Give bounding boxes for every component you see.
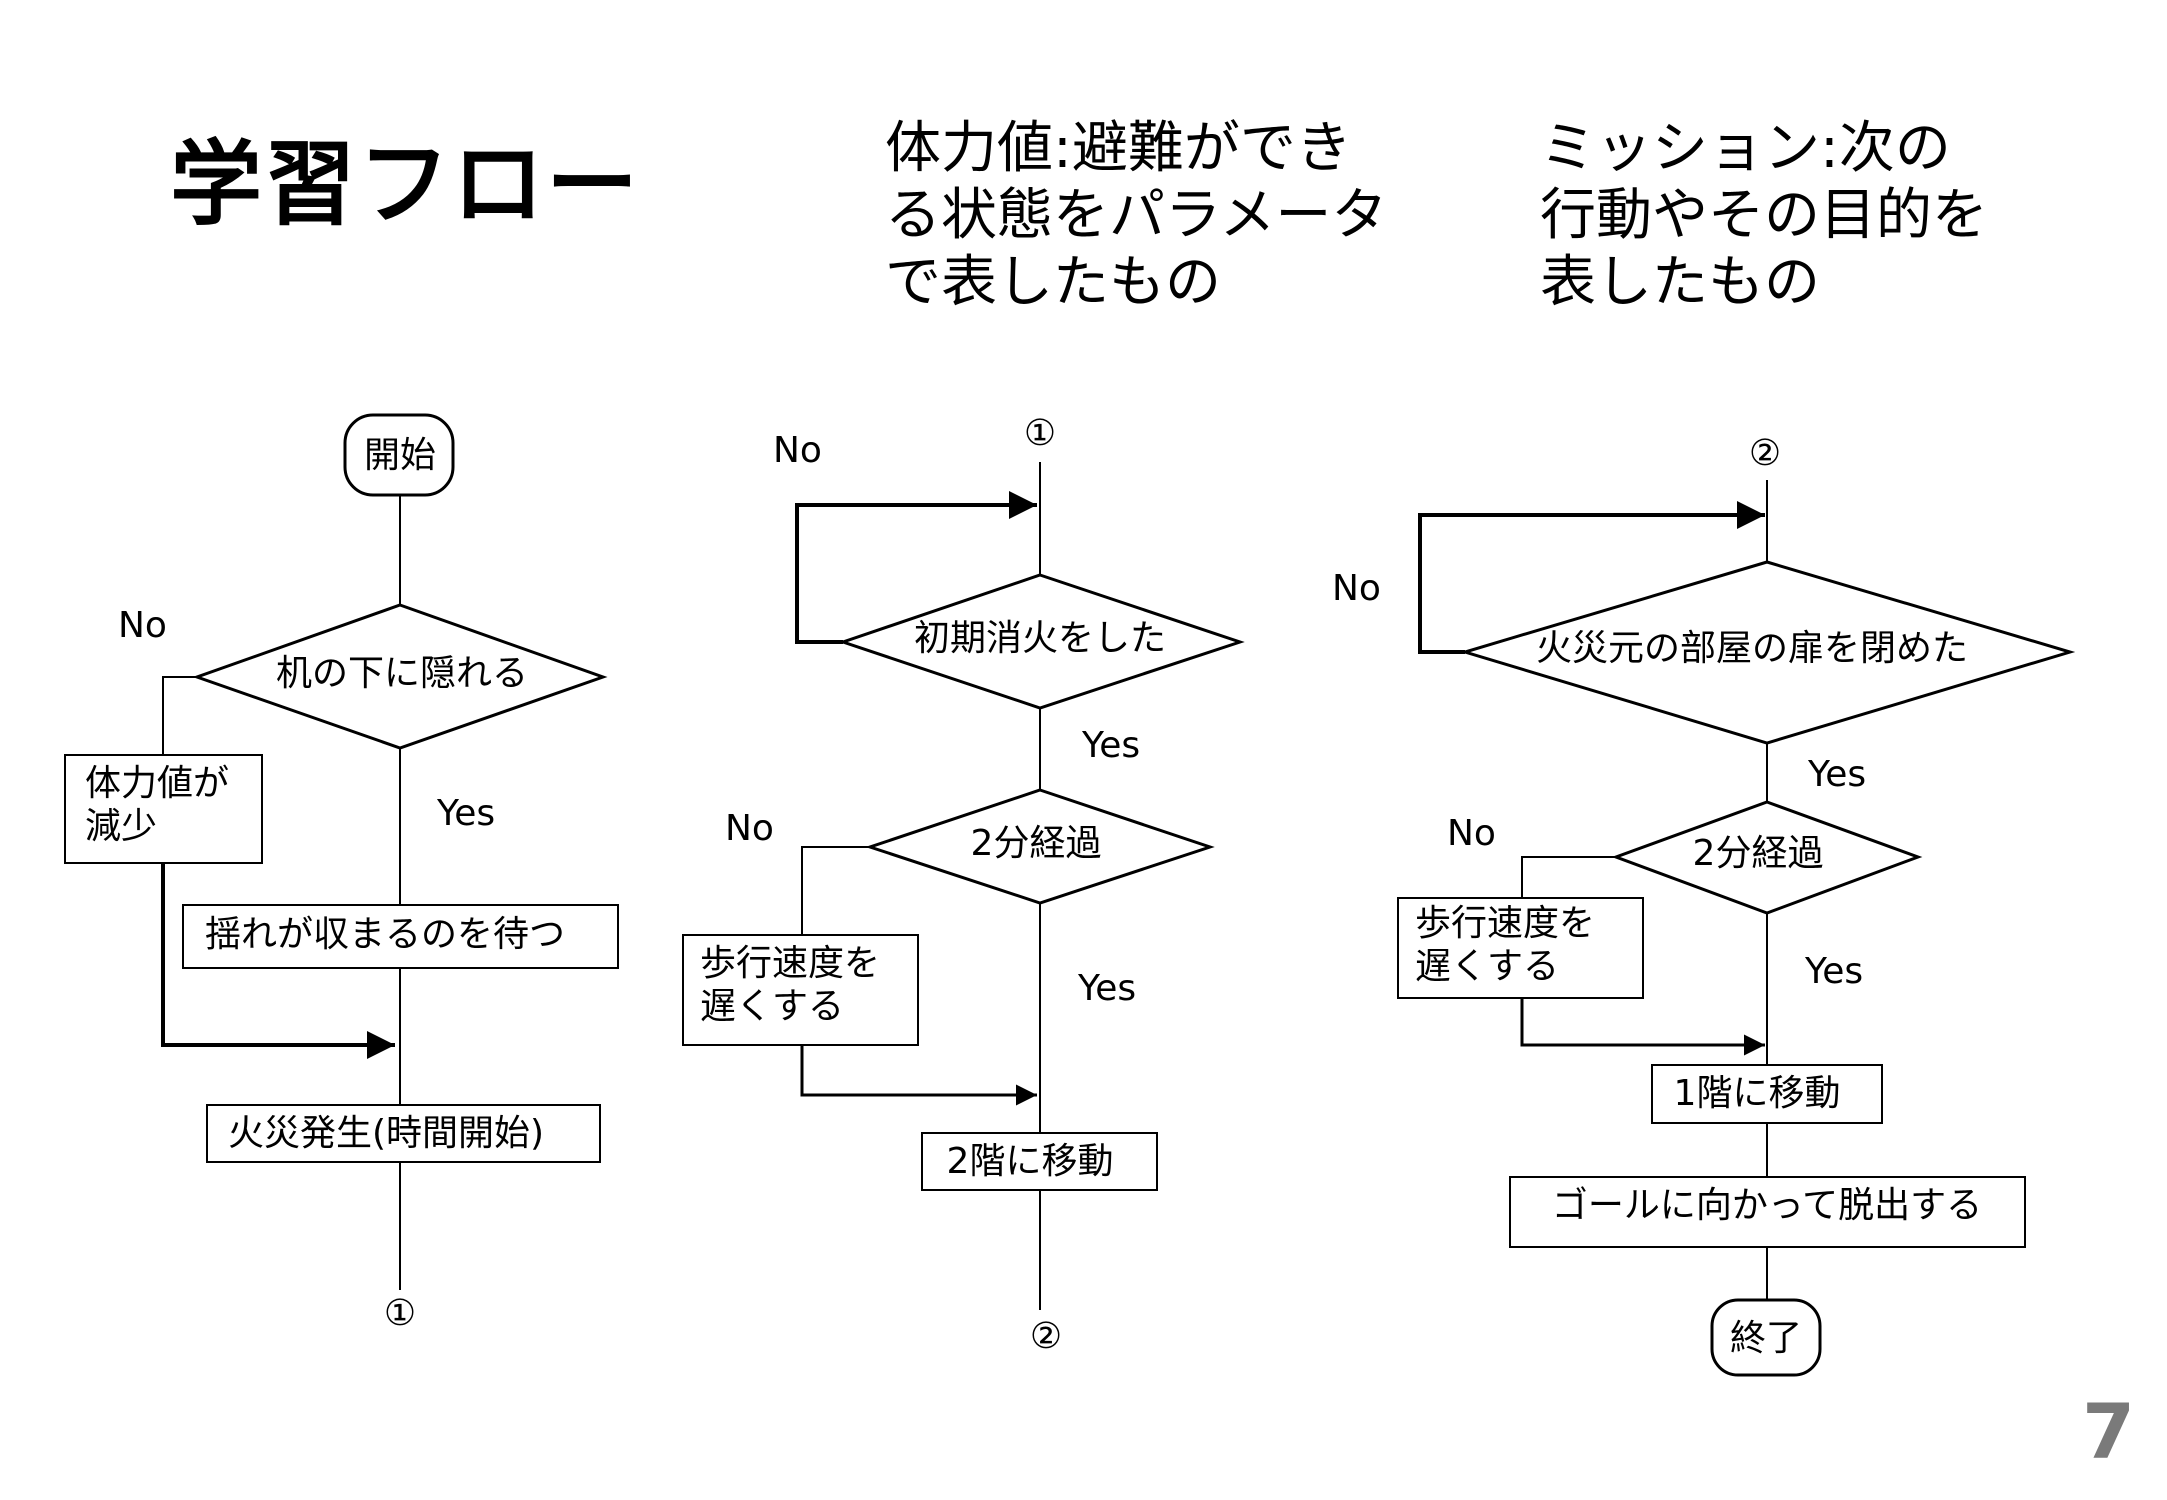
flow-3: ② No 火災元の部屋の扉を閉めた Yes 2分経過 No 歩行速度を 遅くする…: [1332, 433, 2076, 1377]
mission-note-line-2: 行動やその目的を: [1540, 183, 1988, 248]
flow3-line-no-branch: [1521, 856, 1616, 898]
flow3-goal-label: ゴールに向かって脱出する: [1552, 1185, 1982, 1226]
flow3-arrow-slow-return: [1520, 998, 1765, 1056]
flow1-arrow-penalty-return: [161, 863, 395, 1059]
flow2-arrow-slow-return: [800, 1045, 1037, 1106]
flow1-wait-box: [182, 904, 619, 969]
page-title: 学習フロー: [170, 131, 641, 238]
flow1-start-label: 開始: [364, 435, 436, 476]
flow1-wait-label: 揺れが収まるのを待つ: [205, 914, 565, 955]
page-number: 7: [2082, 1387, 2135, 1476]
flow3-connector-2: ②: [1749, 433, 1781, 474]
flow1-fire-label: 火災発生(時間開始): [228, 1113, 544, 1154]
flow1-connector-1: ①: [384, 1293, 416, 1334]
flow2-decision2-label: 2分経過: [971, 823, 1102, 864]
flow3-slow-line-1: 歩行速度を: [1415, 903, 1595, 944]
flow-1: 開始 机の下に隠れる No Yes 体力値が 減少 揺れが収まるのを待つ 火災発…: [64, 413, 619, 1334]
flow3-end-terminal: [1710, 1298, 1822, 1377]
flow2-no-label-2: No: [725, 808, 774, 849]
stamina-note-line-3: で表したもの: [885, 250, 1221, 315]
flow3-move-label: 1階に移動: [1674, 1073, 1841, 1114]
stamina-note-line-1: 体力値:避難ができ: [885, 116, 1352, 181]
flow2-yes-label-1: Yes: [1081, 725, 1140, 766]
flow3-no-label-2: No: [1447, 813, 1496, 854]
flow3-end-label: 終了: [1730, 1318, 1802, 1359]
flow2-slow-line-2: 遅くする: [700, 986, 844, 1027]
flow1-decision-label: 机の下に隠れる: [276, 653, 528, 694]
flow2-slow-box: [682, 934, 919, 1046]
flow1-penalty-line-1: 体力値が: [85, 763, 229, 804]
flow2-connector-2: ②: [1030, 1316, 1062, 1357]
flow1-line-no-branch: [162, 676, 200, 755]
mission-note-line-3: 表したもの: [1540, 250, 1820, 315]
flow2-slow-line-1: 歩行速度を: [700, 943, 880, 984]
flow2-move-label: 2階に移動: [947, 1141, 1114, 1182]
flow1-start-terminal: [343, 413, 455, 497]
flow1-penalty-box: [64, 754, 263, 864]
flow2-arrow-no-loop: [795, 491, 1037, 644]
flow2-line-no-branch: [801, 846, 870, 935]
flow3-decision2-label: 2分経過: [1693, 833, 1824, 874]
mission-note: ミッション:次の 行動やその目的を 表したもの: [1540, 115, 1988, 316]
flow1-fire-box: [206, 1104, 601, 1163]
flow1-no-label: No: [118, 605, 167, 646]
flow2-yes-label-2: Yes: [1077, 968, 1136, 1009]
flow1-yes-label: Yes: [436, 793, 495, 834]
flow3-arrow-no-loop: [1418, 501, 1765, 654]
flow3-goal-box: [1509, 1176, 2026, 1248]
stamina-note-line-2: る状態をパラメータ: [885, 183, 1388, 248]
flow2-decision1-label: 初期消火をした: [914, 618, 1166, 659]
flow2-move-box: [921, 1132, 1158, 1191]
mission-note-line-1: ミッション:次の: [1540, 116, 1951, 181]
flow2-no-label-1: No: [773, 430, 822, 471]
flow3-yes-label-1: Yes: [1807, 754, 1866, 795]
flow-2: ① No 初期消火をした Yes 2分経過 No 歩行速度を 遅くする Yes …: [682, 413, 1245, 1357]
flow3-slow-line-2: 遅くする: [1415, 946, 1559, 987]
flow3-decision1-label: 火災元の部屋の扉を閉めた: [1536, 628, 1968, 669]
flow3-yes-label-2: Yes: [1804, 951, 1863, 992]
flow2-connector-1: ①: [1024, 413, 1056, 454]
flow3-slow-box: [1397, 897, 1644, 999]
flow3-no-label-1: No: [1332, 568, 1381, 609]
stamina-note: 体力値:避難ができ る状態をパラメータ で表したもの: [885, 115, 1387, 316]
flow1-penalty-line-2: 減少: [85, 806, 157, 847]
flow3-move-box: [1651, 1064, 1883, 1124]
flow1-decision-diamond: [192, 603, 608, 750]
